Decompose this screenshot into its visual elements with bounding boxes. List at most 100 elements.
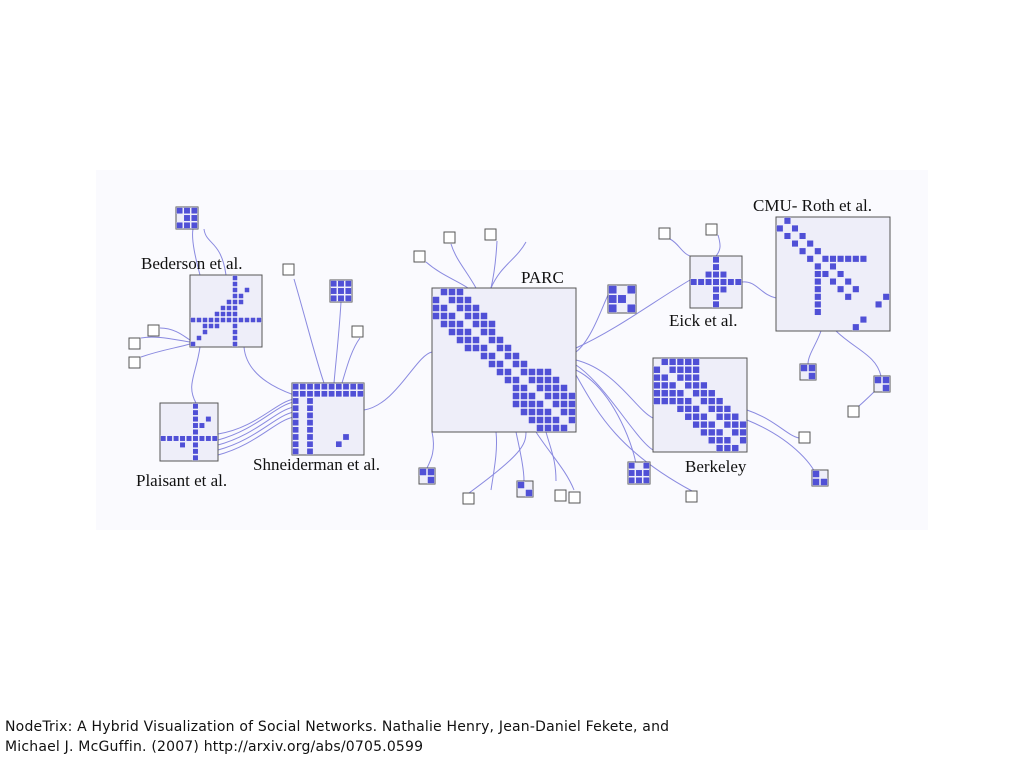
matrix-cell: [544, 376, 552, 384]
matrix-cell: [214, 323, 220, 329]
matrix-cell: [800, 364, 808, 372]
network-edge: [293, 278, 325, 384]
matrix-cell: [692, 358, 700, 366]
matrix-cell: [608, 285, 618, 295]
matrix-cell: [208, 317, 214, 323]
matrix-cell: [626, 285, 636, 295]
matrix-cell: [328, 383, 335, 390]
matrix-cell: [552, 384, 560, 392]
matrix-cell: [739, 436, 747, 444]
matrix-cell: [712, 271, 720, 278]
matrix-cell: [568, 392, 576, 400]
network-edge: [217, 411, 295, 451]
matrix-cell: [192, 409, 199, 416]
matrix-cell: [440, 320, 448, 328]
matrix-cell: [617, 294, 627, 304]
single-node: [798, 431, 811, 444]
matrix-cell: [642, 476, 650, 484]
matrix-cell: [232, 305, 238, 311]
matrix-cell: [723, 413, 732, 421]
matrix-cell: [783, 232, 791, 240]
matrix-cell: [700, 413, 708, 421]
matrix-cell: [256, 317, 262, 323]
matrix-s3: [607, 284, 637, 314]
matrix-cell: [684, 381, 692, 390]
matrix-cell: [306, 383, 314, 390]
matrix-cell: [504, 368, 512, 376]
matrix-cell: [708, 397, 716, 405]
matrix-cell: [292, 412, 299, 419]
matrix-cell: [653, 373, 661, 382]
matrix-cell: [464, 312, 472, 320]
matrix-cell: [313, 383, 321, 390]
matrix-cell: [232, 275, 238, 281]
matrix-cell: [292, 419, 299, 426]
matrix-cell: [432, 312, 440, 320]
matrix-cell: [321, 390, 328, 398]
matrix-cell: [292, 404, 299, 412]
matrix-cell: [727, 278, 735, 286]
matrix-bederson: [189, 274, 263, 348]
matrix-cell: [829, 278, 837, 286]
matrix-cell: [292, 426, 299, 434]
matrix-cell: [520, 368, 528, 376]
matrix-cell: [202, 329, 208, 335]
matrix-cell: [456, 288, 464, 296]
network-edge: [490, 431, 497, 491]
label-plaisant: Plaisant et al.: [136, 471, 227, 490]
matrix-cell: [806, 255, 814, 263]
matrix-cell: [520, 400, 528, 408]
network-edge: [333, 301, 342, 384]
matrix-cell: [642, 462, 650, 470]
matrix-cell: [238, 317, 244, 323]
matrix-cell: [357, 390, 364, 398]
single-node: [847, 405, 860, 418]
network-edge: [425, 261, 469, 289]
matrix-cell: [330, 287, 338, 295]
matrix-cell: [536, 408, 544, 416]
matrix-cell: [520, 408, 528, 416]
matrix-cell: [464, 304, 472, 312]
matrix-cell: [232, 341, 238, 347]
label-cmu: CMU- Roth et al.: [753, 196, 872, 215]
matrix-cell: [653, 366, 661, 374]
matrix-cell: [448, 312, 456, 320]
network-edge: [575, 279, 691, 349]
matrix-s6: [627, 461, 651, 485]
matrix-cell: [488, 328, 496, 336]
matrix-cell: [448, 296, 456, 304]
matrix-cell: [808, 364, 816, 372]
matrix-cell: [198, 435, 205, 442]
matrix-cell: [244, 317, 250, 323]
matrix-s2: [329, 279, 353, 303]
matrix-cell: [504, 344, 512, 352]
matrix-cell: [739, 420, 747, 429]
single-node: [351, 325, 364, 338]
matrix-cell: [852, 323, 860, 331]
single-node: [554, 489, 567, 502]
single-node: [568, 491, 581, 504]
matrix-cell: [608, 294, 618, 304]
matrix-cell: [536, 384, 544, 392]
matrix-cell: [292, 383, 299, 390]
matrix-cell: [560, 408, 568, 416]
matrix-cell: [628, 462, 636, 470]
label-berkeley: Berkeley: [685, 457, 747, 476]
matrix-cell: [344, 280, 352, 288]
matrix-cell: [196, 335, 202, 341]
matrix-cell: [734, 278, 742, 286]
matrix-cell: [192, 416, 199, 423]
matrix-cell: [192, 454, 199, 461]
matrix-cell: [684, 366, 692, 374]
matrix-cell: [306, 397, 314, 405]
matrix-cell: [464, 328, 472, 336]
matrix-cell: [337, 294, 345, 302]
matrix-s7: [799, 363, 817, 381]
matrix-cell: [306, 433, 314, 441]
matrix-cell: [440, 304, 448, 312]
matrix-cell: [653, 381, 661, 390]
matrix-cell: [626, 303, 636, 313]
matrix-cell: [821, 255, 829, 263]
matrix-cell: [814, 308, 822, 316]
matrix-cell: [220, 311, 226, 317]
